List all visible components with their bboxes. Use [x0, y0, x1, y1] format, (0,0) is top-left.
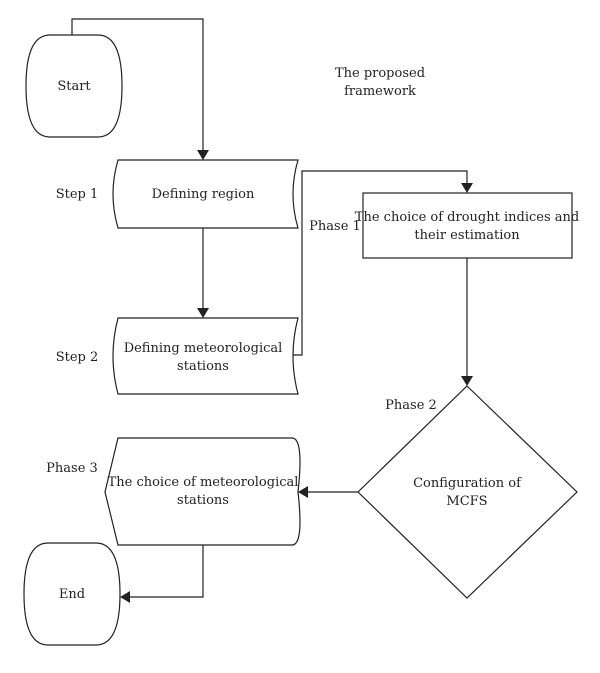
drought-indices-label-line2: their estimation: [414, 228, 520, 243]
framework-title-line1: The proposed: [335, 66, 425, 81]
defining-stations-label-line1: Defining meteorological: [124, 341, 283, 356]
start-terminal-shape: [25, 34, 123, 138]
drought-indices-box: [362, 192, 573, 259]
end-terminal-shape: [23, 542, 121, 646]
phase1-label: Phase 1: [309, 219, 361, 234]
end-label: End: [59, 587, 85, 602]
arrowhead-drought: [461, 183, 473, 193]
arrowhead-config: [461, 376, 473, 386]
drought-indices-label-line1: The choice of drought indices and: [355, 210, 579, 225]
framework-title-line2: framework: [344, 84, 416, 99]
config-decision-diamond: [357, 385, 578, 599]
connector-stations-to-drought: [292, 170, 468, 356]
defining-stations-label-line2: stations: [177, 359, 229, 374]
choice-stations-label-line2: stations: [177, 493, 229, 508]
defining-region-shape: [112, 159, 299, 229]
start-label: Start: [57, 79, 91, 94]
step1-label: Step 1: [56, 187, 99, 202]
choice-stations-shape: [104, 437, 301, 546]
arrowhead-region: [197, 150, 209, 160]
choice-stations-label-line1: The choice of meteorological: [108, 475, 299, 490]
arrowhead-end: [120, 591, 130, 603]
phase3-label: Phase 3: [46, 461, 98, 476]
step2-label: Step 2: [56, 350, 99, 365]
arrowhead-stations: [197, 308, 209, 318]
connector-start-to-region: [71, 18, 204, 150]
phase2-label: Phase 2: [385, 398, 437, 413]
config-label-line2: MCFS: [446, 494, 487, 509]
defining-stations-shape: [112, 317, 299, 395]
arrowhead-choice: [298, 486, 308, 498]
defining-region-label: Defining region: [152, 187, 255, 202]
config-label-line1: Configuration of: [413, 476, 522, 491]
connector-choice-to-end: [130, 545, 204, 598]
